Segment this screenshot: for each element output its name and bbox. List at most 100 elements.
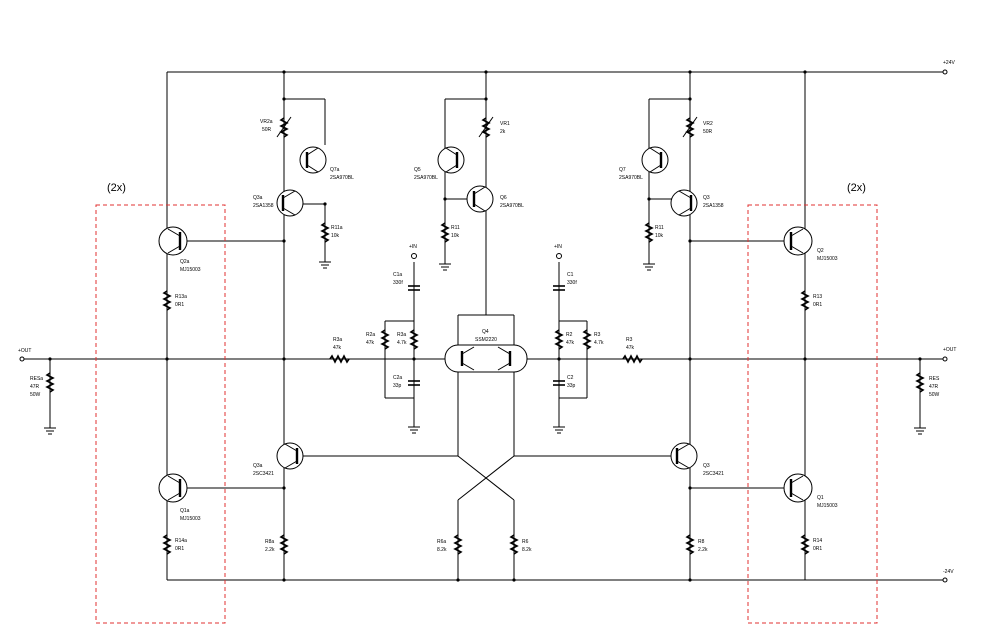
label-c1-value: 330f [567,280,577,286]
label-q3a-bot-name: Q3a [253,463,263,469]
dashed-box-left [95,204,226,624]
label-q3-bot-name: Q3 [703,463,710,469]
label-r8a-name: R8a [265,539,274,545]
label-r3r-h-name: R3 [626,337,633,343]
in-right-label: +IN [554,244,562,250]
label-r2-value: 47k [566,340,575,346]
label-q4-name: Q4 [482,329,489,335]
label-r14-value: 0R1 [813,546,822,552]
label-r13a-value: 0R1 [175,302,184,308]
transistor-q1a [158,473,188,503]
label-q3-bot-value: 2SC3421 [703,471,724,477]
resistor-symbols [45,116,925,555]
label-r11a-name: R11a [331,225,343,231]
label-r3a-h-value: 47k [333,345,342,351]
label-r3a-h-name: R3a [333,337,342,343]
label-q7a-value: 2SA970BL [330,175,354,181]
rail-pos-label: +24V [943,60,955,66]
label-c1a-name: C1a [393,272,402,278]
label-vr2a-value: 50R [262,127,272,133]
label-c2-value: 33p [567,383,576,389]
label-r11r-value: 10k [655,233,664,239]
in-left-label: +IN [409,244,417,250]
label-r2a-value: 47k [366,340,375,346]
label-q1-name: Q1 [817,495,824,501]
transistor-q3-bottom [670,442,698,470]
label-r14a-name: R14a [175,538,187,544]
label-vr2-value: 50R [703,129,713,135]
rail-neg-label: -24V [943,569,954,575]
label-r6a-name: R6a [437,539,446,545]
label-r8a-value: 2.2k [265,547,275,553]
label-r11-value: 10k [451,233,460,239]
label-r6a-value: 8.2k [437,547,447,553]
transistor-q2 [783,226,813,256]
label-q5-value: 2SA970BL [414,175,438,181]
transistor-q4-dual [444,344,528,373]
label-r14a-value: 0R1 [175,546,184,552]
label-r11r-name: R11 [655,225,664,231]
label-res-power: 50W [929,392,940,398]
label-q2a-name: Q2a [180,259,190,265]
label-r13-value: 0R1 [813,302,822,308]
transistor-q6 [466,185,494,213]
label-c1a-value: 330f [393,280,403,286]
label-c2-name: C2 [567,375,574,381]
label-res-value: 47R [929,384,939,390]
multiplier-right: (2x) [847,182,866,194]
label-q3a-top-value: 2SA1358 [253,203,274,209]
transistor-q1 [783,473,813,503]
transistor-q5 [437,146,465,174]
label-resa-value: 47R [30,384,40,390]
wiring [22,71,945,581]
transistor-q3-top [670,189,698,217]
label-vr2-name: VR2 [703,121,713,127]
capacitor-symbols [408,285,565,386]
transistor-q3a-bottom [276,442,304,470]
label-r8-value: 2.2k [698,547,708,553]
label-q7-value: 2SA970BL [619,175,643,181]
label-q2-name: Q2 [817,248,824,254]
label-r8-name: R8 [698,539,705,545]
label-resa-name: RESa [30,376,43,382]
transistor-q2a [158,226,188,256]
label-resa-power: 50W [30,392,41,398]
label-c1-name: C1 [567,272,574,278]
label-q2-value: MJ15003 [817,256,838,262]
component-labels: VR2a 50R VR1 2k VR2 50R Q7a 2SA970BL Q5 … [30,119,940,553]
label-r3a2-value: 4.7k [397,340,407,346]
label-r3a2-name: R3a [397,332,406,338]
label-q3a-bot-value: 2SC3421 [253,471,274,477]
label-q7a-name: Q7a [330,167,340,173]
label-q3a-top-name: Q3a [253,195,263,201]
label-r6-value: 8.2k [522,547,532,553]
label-res-name: RES [929,376,940,382]
label-vr1-value: 2k [500,129,506,135]
label-r3-name: R3 [594,332,601,338]
label-r13-name: R13 [813,294,822,300]
label-q6-name: Q6 [500,195,507,201]
label-r3r-h-value: 47k [626,345,635,351]
transistor-q7 [641,146,669,174]
label-c2a-value: 33p [393,383,402,389]
label-r2-name: R2 [566,332,573,338]
label-q1a-value: MJ15003 [180,516,201,522]
multiplier-left: (2x) [107,182,126,194]
label-r2a-name: R2a [366,332,375,338]
label-q1-value: MJ15003 [817,503,838,509]
terminals [19,69,948,583]
label-q3-top-value: 2SA1358 [703,203,724,209]
label-r3-value: 4.7k [594,340,604,346]
label-q5-name: Q5 [414,167,421,173]
label-q7-name: Q7 [619,167,626,173]
label-r13a-name: R13a [175,294,187,300]
junction-dots [48,70,922,582]
label-q1a-name: Q1a [180,508,190,514]
label-vr1-name: VR1 [500,121,510,127]
label-r11a-value: 10k [331,233,340,239]
label-c2a-name: C2a [393,375,402,381]
label-r6-name: R6 [522,539,529,545]
dashed-box-right [747,204,878,624]
transistor-q7a [299,146,327,174]
